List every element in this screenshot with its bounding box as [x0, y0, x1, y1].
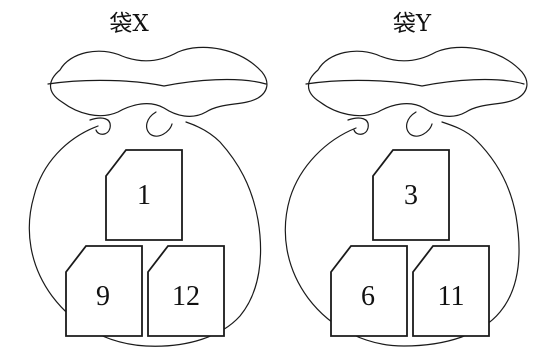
bag-x-body	[28, 121, 262, 347]
bag-x-card-left-number: 9	[96, 281, 110, 312]
bag-y-card-top	[372, 149, 450, 241]
bag-y-top	[307, 46, 528, 117]
bag-x-card-left	[65, 245, 143, 337]
bag-y-tie-left	[347, 117, 369, 135]
bag-x-top-fold	[47, 78, 267, 87]
bag-x-card-right	[147, 245, 225, 337]
bag-y-body	[284, 121, 520, 347]
bag-x-card-right-number: 12	[172, 281, 200, 312]
bag-x-card-top-number: 1	[137, 180, 151, 211]
bag-y: 袋Y 3 6 11	[284, 11, 528, 347]
bag-x-top	[49, 46, 268, 117]
bag-y-card-left-number: 6	[361, 281, 375, 312]
bag-x-tie-left	[89, 117, 111, 135]
bag-x-title: 袋X	[109, 11, 149, 37]
bag-x: 袋X 1 9 12	[28, 11, 268, 347]
bag-x-card-top	[105, 149, 183, 241]
bag-y-card-right	[412, 245, 490, 337]
bag-y-title: 袋Y	[393, 11, 432, 37]
bag-y-card-left	[330, 245, 408, 337]
bag-y-card-top-number: 3	[404, 180, 418, 211]
bag-x-tie-right	[146, 111, 173, 137]
bag-y-top-fold	[305, 78, 525, 87]
bag-y-tie-right	[406, 111, 433, 137]
bag-y-card-right-number: 11	[438, 281, 465, 312]
